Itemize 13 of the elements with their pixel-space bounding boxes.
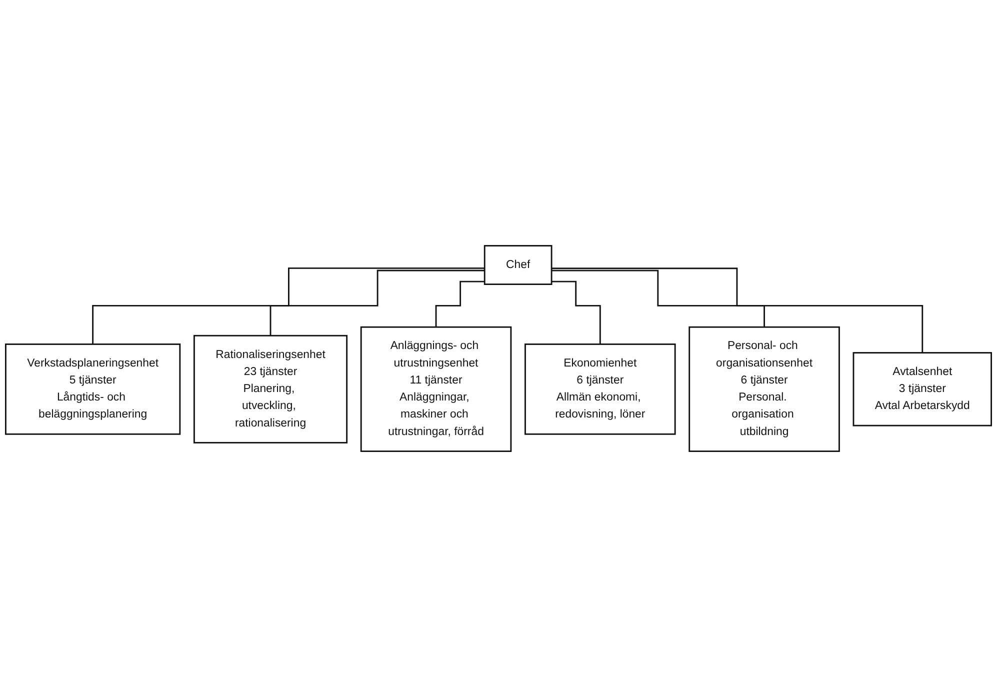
node-box: Chef: [484, 245, 552, 285]
connector: [92, 268, 485, 345]
node-box: Rationaliseringsenhet 23 tjänster Planering, utveckling, rationalisering: [193, 334, 348, 444]
connector: [435, 280, 485, 328]
connector: [552, 268, 924, 354]
connector: [552, 270, 765, 328]
connector: [552, 280, 601, 345]
node-box: Avtalsenhet 3 tjänster Avtal Arbetarskydd: [852, 352, 992, 426]
node-box: Personal- och organisationsenhet 6 tjänster Personal. organisation utbildning: [688, 326, 840, 452]
node-box: Verkstadsplaneringsenhet 5 tjänster Långtids- och beläggningsplanering: [5, 344, 181, 435]
connector: [270, 270, 485, 336]
node-box: Ekonomienhet 6 tjänster Allmän ekonomi, redovisning, löner: [524, 344, 676, 435]
node-box: Anläggnings- och utrustningsenhet 11 tjänster Anläggningar, maskiner och utrustningar, förråd: [360, 326, 512, 452]
